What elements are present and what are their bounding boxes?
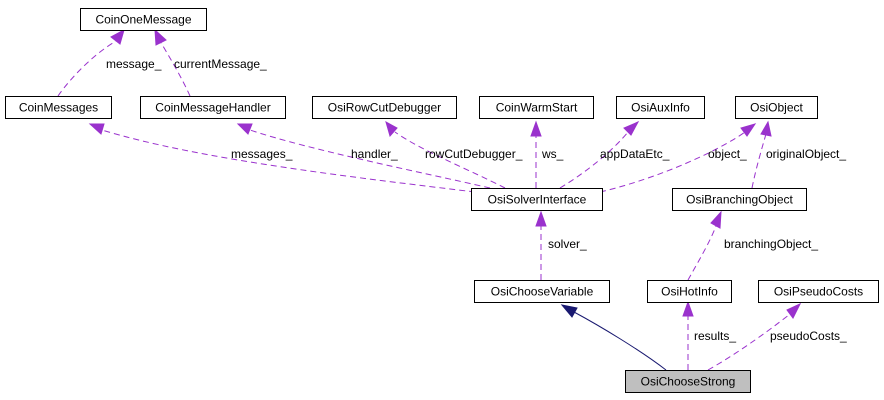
node-coin-warm-start[interactable]: CoinWarmStart (479, 96, 594, 119)
edge-label-solver: solver_ (548, 237, 587, 251)
edge-label-branching-object: branchingObject_ (724, 237, 818, 251)
edge-label-message: message_ (106, 57, 162, 71)
edge-handler: handler_ (236, 123, 491, 189)
edge-object: object_ (599, 123, 757, 193)
edge-current-message: currentMessage_ (154, 28, 267, 97)
svg-text:CoinMessageHandler: CoinMessageHandler (155, 101, 270, 115)
node-osi-choose-variable[interactable]: OsiChooseVariable (474, 280, 610, 303)
edge-label-original-object: originalObject_ (766, 147, 846, 161)
node-osi-hot-info[interactable]: OsiHotInfo (647, 280, 732, 303)
svg-text:OsiPseudoCosts: OsiPseudoCosts (774, 285, 863, 299)
edge-pseudo-costs: pseudoCosts_ (707, 302, 847, 371)
svg-text:CoinMessages: CoinMessages (19, 101, 98, 115)
edge-label-current-message: currentMessage_ (174, 57, 267, 71)
svg-text:OsiAuxInfo: OsiAuxInfo (631, 101, 690, 115)
svg-text:OsiObject: OsiObject (750, 101, 803, 115)
svg-text:OsiChooseVariable: OsiChooseVariable (491, 285, 594, 299)
node-coin-one-message[interactable]: CoinOneMessage (80, 8, 207, 31)
node-osi-pseudo-costs[interactable]: OsiPseudoCosts (758, 280, 879, 303)
edge-original-object: originalObject_ (751, 120, 846, 189)
svg-text:OsiSolverInterface: OsiSolverInterface (488, 193, 587, 207)
edge-label-messages: messages_ (231, 147, 293, 161)
node-osi-object[interactable]: OsiObject (735, 96, 818, 119)
node-osi-solver-interface[interactable]: OsiSolverInterface (471, 188, 603, 211)
edge-label-handler: handler_ (351, 147, 398, 161)
svg-text:OsiChooseStrong: OsiChooseStrong (641, 375, 736, 389)
node-osi-row-cut-debugger[interactable]: OsiRowCutDebugger (312, 96, 457, 119)
edge-message: message_ (57, 28, 162, 97)
node-coin-messages[interactable]: CoinMessages (5, 96, 112, 119)
svg-text:OsiRowCutDebugger: OsiRowCutDebugger (328, 101, 441, 115)
edge-results: results_ (682, 300, 736, 370)
edge-label-object: object_ (708, 147, 747, 161)
node-coin-message-handler[interactable]: CoinMessageHandler (140, 96, 286, 119)
edge-label-row-cut-debugger: rowCutDebugger_ (425, 147, 523, 161)
node-osi-aux-info[interactable]: OsiAuxInfo (616, 96, 705, 119)
edge-branching-object: branchingObject_ (687, 210, 818, 281)
edge-inheritance (560, 304, 667, 371)
edge-ws: ws_ (530, 120, 564, 188)
edge-label-pseudo-costs: pseudoCosts_ (770, 329, 847, 343)
node-osi-branching-object[interactable]: OsiBranchingObject (672, 188, 807, 211)
svg-text:CoinOneMessage: CoinOneMessage (95, 13, 191, 27)
node-osi-choose-strong[interactable]: OsiChooseStrong (625, 370, 751, 393)
svg-text:OsiHotInfo: OsiHotInfo (661, 285, 718, 299)
edge-label-app-data-etc: appDataEtc_ (600, 147, 670, 161)
edge-row-cut-debugger: rowCutDebugger_ (385, 120, 523, 189)
edge-label-ws: ws_ (541, 147, 564, 161)
edge-messages: messages_ (88, 123, 476, 193)
svg-text:OsiBranchingObject: OsiBranchingObject (686, 193, 793, 207)
svg-text:CoinWarmStart: CoinWarmStart (496, 101, 578, 115)
edge-app-data-etc: appDataEtc_ (559, 120, 670, 189)
edge-label-results: results_ (694, 329, 736, 343)
edge-solver: solver_ (535, 210, 587, 280)
